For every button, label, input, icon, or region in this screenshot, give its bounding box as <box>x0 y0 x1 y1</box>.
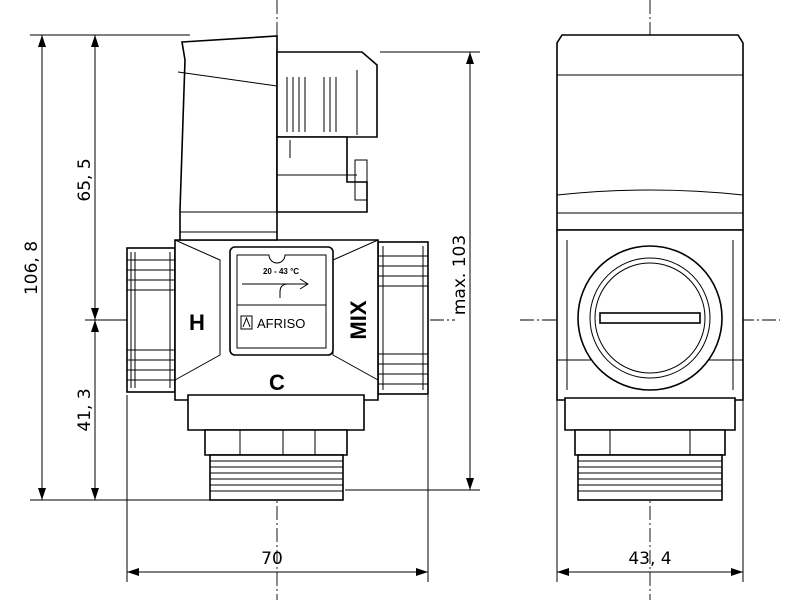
front-view: 20 - 43 °C AFRISO H C MIX <box>126 35 429 501</box>
cold-port-label: C <box>269 370 285 395</box>
right-port-thread <box>377 241 429 395</box>
mix-port-label: MIX <box>346 300 371 339</box>
dim-max-height: max. 103 <box>450 235 470 315</box>
nameplate <box>229 246 334 356</box>
hot-port-label: H <box>189 310 205 335</box>
dim-width-front: 70 <box>261 549 283 569</box>
side-view <box>556 34 744 501</box>
dim-upper-height: 65, 5 <box>75 158 95 201</box>
dim-width-side: 43, 4 <box>628 549 671 569</box>
afriso-logo-icon <box>240 315 253 330</box>
dimension-lines <box>30 34 744 582</box>
left-port-thread <box>126 247 176 393</box>
temperature-range: 20 - 43 °C <box>263 267 299 276</box>
brand-label: AFRISO <box>257 316 305 331</box>
dim-lower-height: 41, 3 <box>75 388 95 431</box>
flow-arrow-icon <box>242 278 309 298</box>
dim-total-height: 106, 8 <box>22 241 42 295</box>
